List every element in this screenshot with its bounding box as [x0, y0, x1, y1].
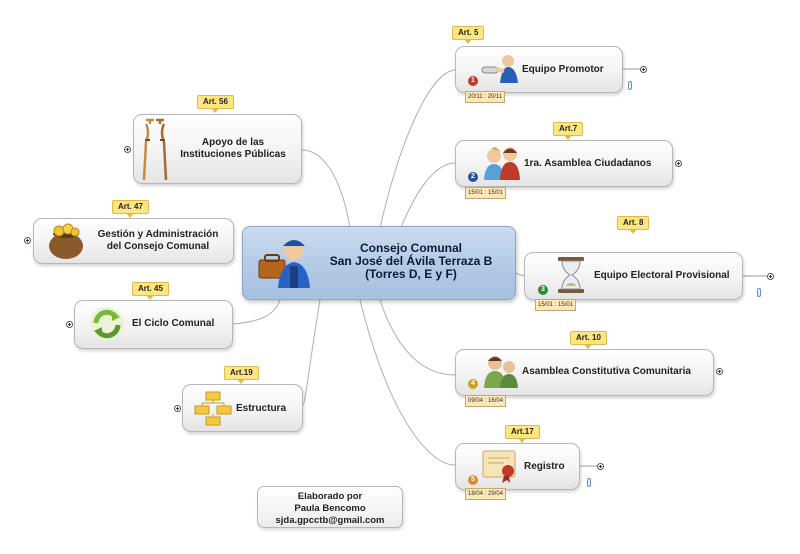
topic-label-line-1: Apoyo de las: [201, 137, 265, 148]
expand-button[interactable]: [597, 463, 604, 470]
expand-button[interactable]: [716, 368, 723, 375]
date-range: 18/04 : 29/04: [465, 488, 507, 500]
priority-badge: 5: [468, 475, 478, 485]
certificate-icon: [482, 450, 516, 483]
priority-badge: 3: [538, 285, 548, 295]
date-range: 09/04 : 16/04: [465, 395, 507, 407]
central-line-2: San José del Ávila Terraza B: [329, 254, 493, 268]
credits-email: sjda.gpcctb@gmail.com: [275, 515, 385, 526]
art-callout: Art. 8: [617, 216, 650, 234]
art-callout: Art.17: [505, 425, 540, 443]
credits-box: [257, 486, 403, 528]
date-range: 15/01 : 15/01: [465, 187, 507, 199]
art-callout: Art. 47: [112, 200, 149, 218]
topic-label-line-1: Gestión y Administración: [97, 229, 219, 240]
topic-label: Estructura: [236, 403, 287, 414]
expand-button[interactable]: [66, 321, 73, 328]
art-callout: Art. 10: [570, 331, 607, 349]
topic-label: 1ra. Asamblea Ciudadanos: [524, 158, 652, 169]
date-range: 15/01 : 15/01: [535, 299, 577, 311]
worker-toolbox-icon: [258, 240, 310, 288]
expand-button[interactable]: [767, 273, 774, 280]
expand-button[interactable]: [24, 237, 31, 244]
art-callout: Art.19: [224, 366, 259, 384]
money-pot-icon: [49, 223, 83, 259]
date-range: 20/11 : 20/11: [465, 91, 506, 103]
topic-label: Equipo Promotor: [522, 64, 604, 75]
central-line-3: (Torres D, E y F): [365, 267, 457, 281]
art-callout: Art. 56: [197, 95, 234, 113]
art-callout: Art.7: [553, 122, 584, 140]
crutches-icon: [142, 118, 168, 181]
topic-label-line-2: del Consejo Comunal: [106, 241, 210, 252]
hourglass-icon: [558, 257, 584, 293]
handshake-icon: [481, 55, 518, 83]
group-people-icon: [484, 356, 518, 388]
topic-label: Asamblea Constitutiva Comunitaria: [522, 366, 691, 377]
expand-button[interactable]: [174, 405, 181, 412]
topic-label-line-2: Instituciones Públicas: [180, 149, 286, 160]
credits-line-1: Elaborado por: [297, 491, 363, 502]
topic-label: Registro: [524, 461, 565, 472]
org-chart-icon: [194, 391, 232, 426]
topic-label: Equipo Electoral Provisional: [594, 270, 730, 281]
attachment-icon[interactable]: [628, 81, 632, 90]
cycle-arrows-icon: [90, 307, 124, 341]
attachment-icon[interactable]: [757, 288, 761, 297]
expand-button[interactable]: [640, 66, 647, 73]
central-line-1: Consejo Comunal: [359, 241, 462, 255]
priority-badge: 4: [468, 379, 478, 389]
expand-button[interactable]: [124, 146, 131, 153]
two-people-icon: [484, 147, 520, 180]
priority-badge: 2: [468, 172, 478, 182]
expand-button[interactable]: [675, 160, 682, 167]
central-topic-title: Consejo Comunal San José del Ávila Terra…: [316, 242, 506, 281]
attachment-icon[interactable]: [587, 478, 591, 487]
topic-label: Gestión y Administración del Consejo Com…: [86, 229, 230, 253]
priority-badge: 1: [468, 76, 478, 86]
credits-author: Paula Bencomo: [294, 503, 366, 514]
art-callout: Art. 5: [452, 26, 485, 44]
topic-apoyo-instituciones-publicas[interactable]: [133, 114, 302, 184]
topic-label: El Ciclo Comunal: [132, 318, 215, 329]
topic-label: Apoyo de las Instituciones Públicas: [172, 137, 294, 161]
art-callout: Art. 45: [132, 282, 169, 300]
